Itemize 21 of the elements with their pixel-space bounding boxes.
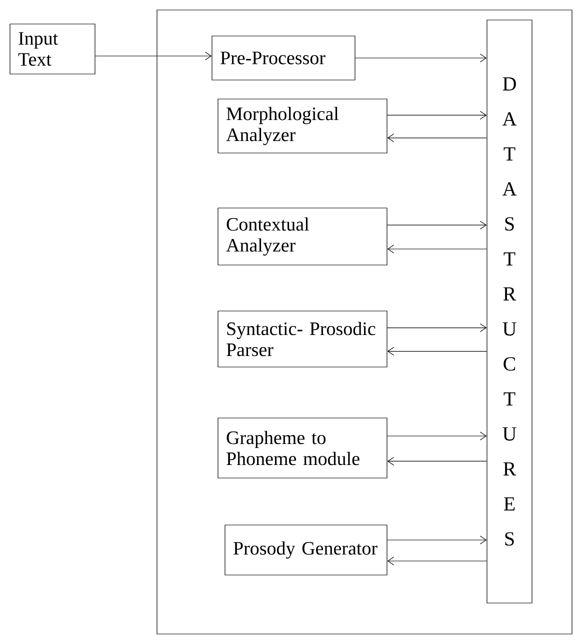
process-box: Contextual Analyzer bbox=[218, 208, 388, 266]
arrow bbox=[387, 220, 487, 230]
process-box: Morphological Analyzer bbox=[218, 98, 388, 154]
process-box: Syntactic- Prosodic Parser bbox=[218, 310, 388, 368]
process-box: Grapheme to Phoneme module bbox=[218, 418, 388, 478]
arrow bbox=[387, 536, 487, 544]
process-box: Input Text bbox=[10, 24, 96, 74]
arrow bbox=[387, 110, 487, 120]
arrow bbox=[387, 134, 487, 142]
arrow bbox=[95, 52, 212, 60]
arrow bbox=[387, 556, 487, 566]
arrow bbox=[387, 456, 487, 466]
data-structures-bar: D A T A S T R U C T U R E S bbox=[486, 20, 532, 604]
arrow bbox=[355, 54, 487, 62]
frame-box bbox=[156, 10, 572, 634]
arrow bbox=[387, 324, 487, 332]
arrow bbox=[387, 432, 487, 440]
arrow bbox=[387, 347, 487, 356]
arrow bbox=[387, 244, 487, 254]
process-box: Pre-Processor bbox=[212, 36, 356, 80]
process-box: Prosody Generator bbox=[224, 524, 388, 576]
